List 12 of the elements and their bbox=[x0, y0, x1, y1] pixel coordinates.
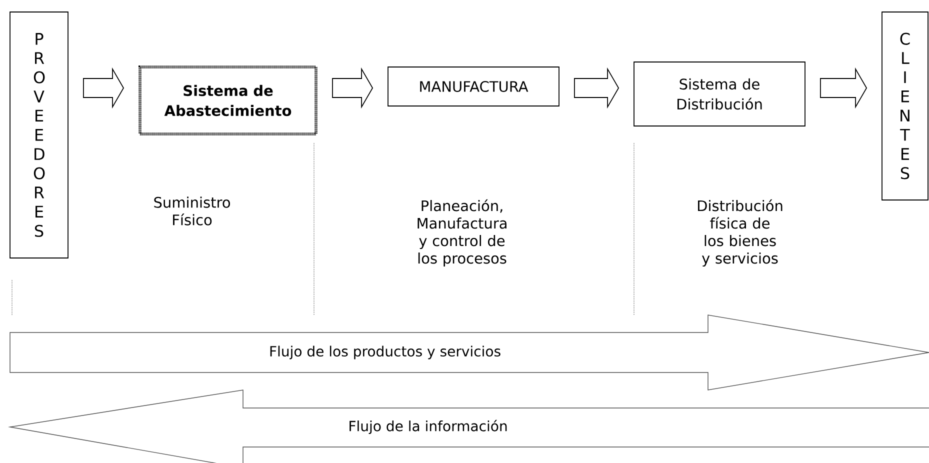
process-box: Sistema de Abastecimiento bbox=[138, 66, 318, 136]
process-box: Sistema de Distribución bbox=[634, 62, 806, 126]
column-note: Distribución física de los bienes y servicios bbox=[698, 199, 782, 267]
process-box: MANUFACTURA bbox=[388, 66, 560, 106]
column-note: Suministro Físico bbox=[154, 196, 230, 226]
block-arrow bbox=[574, 67, 620, 109]
vertical-box: CLIENTES bbox=[882, 12, 928, 200]
block-arrow bbox=[820, 67, 868, 109]
block-arrow bbox=[332, 67, 374, 109]
column-note: Planeación, Manufactura y control de los procesos bbox=[418, 199, 506, 267]
vertical-box: PROVEEDORES bbox=[10, 12, 68, 258]
block-arrow bbox=[83, 67, 124, 109]
